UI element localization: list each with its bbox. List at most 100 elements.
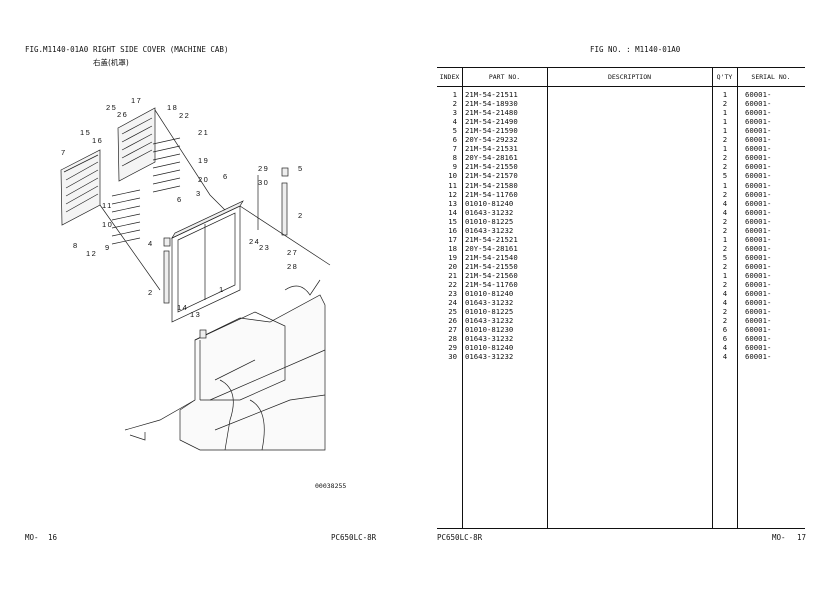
callout-label: 23: [259, 243, 270, 252]
row-serial: 60001-: [745, 90, 772, 99]
row-index: 26: [448, 316, 457, 326]
row-part-no: 21M-54-21580: [465, 180, 518, 190]
row-qty: 1: [722, 108, 728, 118]
row-qty: 5: [722, 171, 728, 181]
row-index: 21: [448, 271, 457, 280]
row-qty: 2: [722, 162, 728, 172]
row-serial: 60001-: [745, 289, 772, 299]
callout-label: 18: [167, 103, 178, 112]
row-serial: 60001-: [745, 307, 772, 317]
figure-code: FIG.M1140-01A0: [25, 45, 89, 54]
callout-label: 2: [148, 288, 154, 297]
row-qty: 4: [722, 207, 728, 217]
callout-label: 2: [298, 211, 304, 220]
row-serial: 60001-: [745, 243, 772, 253]
header-qty: Q'TY: [716, 73, 733, 81]
row-serial: 60001-: [745, 99, 772, 109]
row-serial: 60001-: [745, 198, 772, 208]
row-part-no: 21M-54-11760: [465, 280, 518, 290]
row-index: 11: [448, 180, 457, 190]
left-model: PC650LC-8R: [331, 533, 377, 542]
callout-label: 6: [177, 195, 183, 204]
row-qty: 2: [722, 216, 728, 226]
right-page-label: MO-: [772, 533, 786, 542]
row-index: 6: [452, 135, 457, 145]
row-part-no: 01643-31232: [465, 298, 514, 308]
row-serial: 60001-: [745, 108, 772, 118]
row-qty: 2: [722, 189, 728, 199]
row-serial: 60001-: [745, 162, 772, 172]
row-index: 16: [448, 225, 457, 235]
callout-label: 11: [102, 201, 113, 210]
row-index: 15: [448, 216, 457, 226]
row-index: 25: [448, 307, 457, 317]
column-divider: [737, 68, 738, 528]
right-page-number: 17: [797, 533, 807, 542]
callout-label: 5: [298, 164, 304, 173]
row-qty: 5: [722, 252, 728, 262]
row-serial: 60001-: [745, 225, 772, 235]
callout-label: 7: [61, 148, 67, 157]
row-part-no: 01643-31232: [465, 225, 514, 235]
row-part-no: 21M-54-21560: [465, 271, 518, 280]
row-part-no: 01010-81230: [465, 325, 514, 335]
row-serial: 60001-: [745, 144, 772, 154]
row-serial: 60001-: [745, 234, 772, 244]
header-part-no: PART NO.: [488, 73, 521, 81]
figure-title-cn: 右盖(机罩): [93, 58, 129, 67]
callout-label: 15: [80, 128, 91, 137]
row-part-no: 01010-81240: [465, 343, 514, 353]
row-qty: 4: [722, 298, 728, 308]
row-index: 2: [452, 99, 457, 109]
row-part-no: 01010-81225: [465, 216, 514, 226]
header-index: INDEX: [439, 73, 460, 81]
callout-label: 6: [223, 172, 229, 181]
row-part-no: 21M-54-11760: [465, 189, 518, 199]
row-index: 29: [448, 343, 457, 353]
callout-label: 1: [219, 285, 225, 294]
row-part-no: 01643-31232: [465, 207, 514, 217]
row-serial: 60001-: [745, 298, 772, 308]
row-qty: 2: [722, 153, 728, 163]
callout-label: 16: [92, 136, 103, 145]
callout-label: 4: [148, 239, 154, 248]
row-qty: 2: [722, 261, 728, 271]
row-index: 18: [448, 243, 457, 253]
row-qty: 1: [722, 144, 728, 154]
row-qty: 6: [722, 325, 728, 335]
row-index: 1: [452, 90, 457, 99]
callout-label: 3: [196, 189, 202, 198]
right-model: PC650LC-8R: [437, 533, 483, 542]
callout-label: 21: [198, 128, 209, 137]
row-qty: 1: [722, 180, 728, 190]
left-page-number: 16: [48, 533, 58, 542]
row-serial: 60001-: [745, 334, 772, 344]
callout-label: 10: [102, 220, 113, 229]
column-divider: [547, 68, 548, 528]
row-part-no: 21M-54-21490: [465, 117, 518, 127]
callout-label: 22: [179, 111, 190, 120]
row-index: 4: [452, 117, 457, 127]
row-qty: 2: [722, 307, 728, 317]
row-index: 23: [448, 289, 457, 299]
callout-label: 14: [177, 303, 188, 312]
row-qty: 2: [722, 316, 728, 326]
row-index: 27: [448, 325, 457, 335]
row-index: 19: [448, 252, 457, 262]
row-qty: 1: [722, 117, 728, 127]
diagram-linework: [60, 107, 331, 451]
